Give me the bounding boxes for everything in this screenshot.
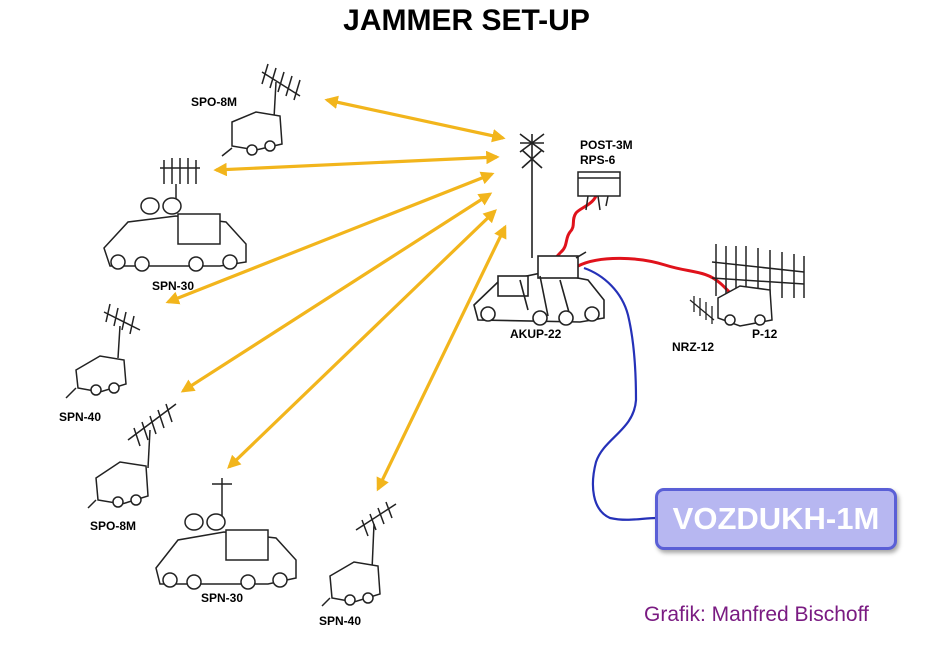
label-akup22: AKUP-22 xyxy=(510,327,562,341)
red-link-p12 xyxy=(577,256,736,298)
label-spn30-bottom: SPN-30 xyxy=(201,591,244,605)
label-p12: P-12 xyxy=(752,327,778,341)
label-spo8m-top: SPO-8M xyxy=(191,95,238,109)
vozdukh-label: VOZDUKH-1M xyxy=(672,501,880,536)
spn40-bottom-trailer-icon xyxy=(321,501,397,607)
credit-text: Grafik: Manfred Bischoff xyxy=(644,603,869,626)
red-link-post3m xyxy=(547,195,598,266)
arrow-to-spn30-bottom xyxy=(227,209,497,469)
blue-link-vozdukh xyxy=(583,266,657,521)
label-spn40-bottom: SPN-40 xyxy=(319,614,362,628)
arrow-to-spo8m-top xyxy=(324,95,506,143)
spn40-left-trailer-icon xyxy=(65,303,141,399)
arrow-to-spn30-top xyxy=(213,150,500,177)
spo8m-bottom-trailer-icon xyxy=(87,403,177,509)
spo8m-top-trailer-icon xyxy=(221,63,301,157)
arrow-to-spn40-bottom xyxy=(376,224,507,492)
post3m-shelter-icon xyxy=(577,171,621,211)
label-nrz12: NRZ-12 xyxy=(672,340,715,354)
label-post3m: POST-3M xyxy=(580,138,633,152)
central-antenna-icon xyxy=(519,133,545,258)
nrz12-antenna-icon xyxy=(689,296,715,324)
label-spn30-top: SPN-30 xyxy=(152,279,195,293)
label-spn40-left: SPN-40 xyxy=(59,410,102,424)
vozdukh-box: VOZDUKH-1M xyxy=(655,488,897,550)
p12-radar-icon xyxy=(711,244,805,327)
akup22-truck-icon xyxy=(473,251,605,326)
spn30-bottom-truck-icon xyxy=(155,478,297,590)
page-title: JAMMER SET-UP xyxy=(343,4,590,37)
label-spo8m-bottom: SPO-8M xyxy=(90,519,137,533)
label-rps6: RPS-6 xyxy=(580,153,616,167)
spn30-top-truck-icon xyxy=(103,158,247,272)
jamming-arrows xyxy=(165,95,507,492)
